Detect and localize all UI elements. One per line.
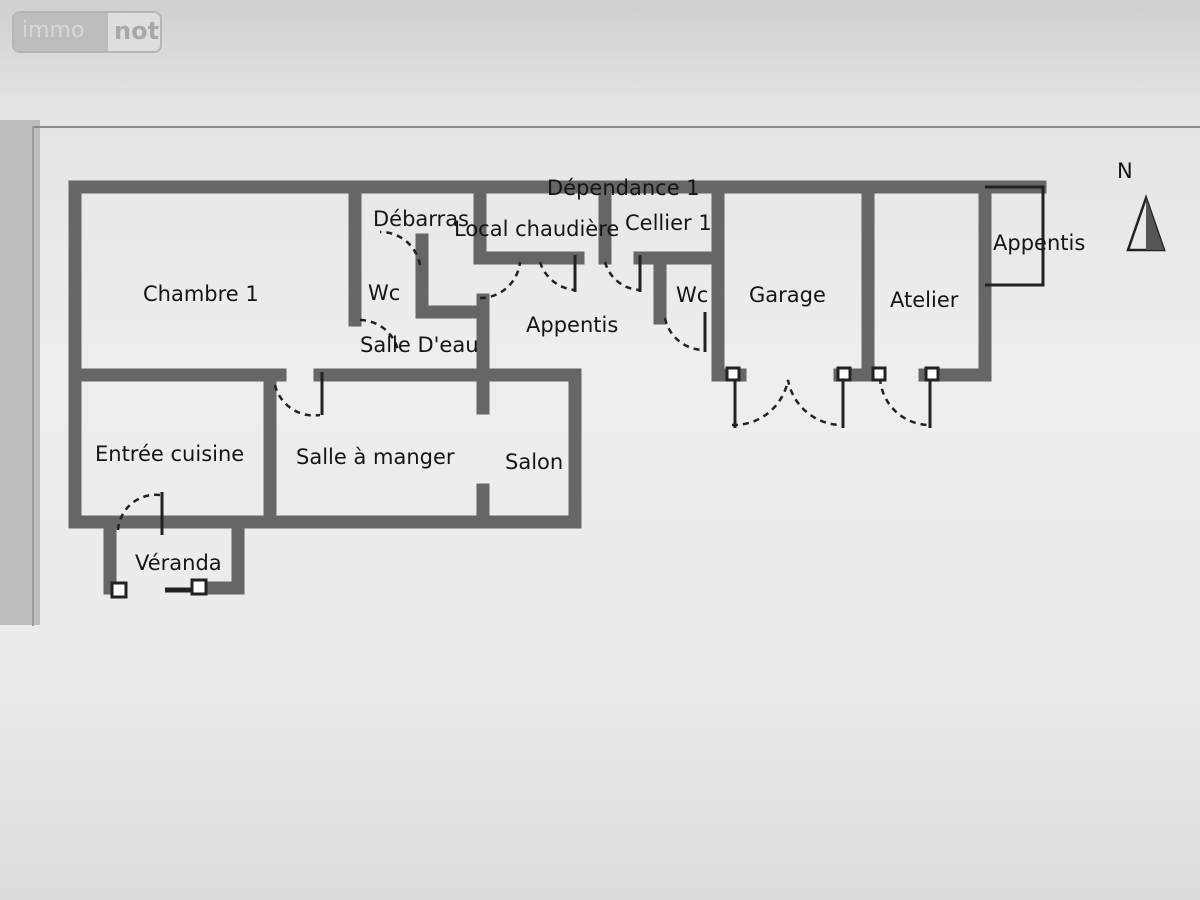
label-veranda: Véranda	[135, 551, 222, 575]
logo-part-1: immo	[14, 13, 108, 51]
label-entree-cuisine: Entrée cuisine	[95, 442, 244, 466]
label-chambre: Chambre 1	[143, 282, 259, 306]
label-appentis-2: Appentis	[993, 231, 1085, 255]
label-local-chaudiere: Local chaudière	[454, 217, 619, 241]
label-cellier: Cellier 1	[625, 211, 712, 235]
north-label: N	[1117, 159, 1133, 183]
label-appentis-1: Appentis	[526, 313, 618, 337]
logo-part-2: not	[108, 13, 160, 51]
room-labels: Dépendance 1 Chambre 1 Débarras Local ch…	[95, 176, 1085, 575]
label-dependance: Dépendance 1	[547, 176, 700, 200]
label-wc-1: Wc	[368, 281, 400, 305]
label-wc-2: Wc	[676, 283, 708, 307]
label-salle-a-manger: Salle à manger	[296, 445, 455, 469]
paper-edge	[32, 126, 1200, 128]
walls	[68, 180, 1047, 595]
north-arrow-fill	[1146, 198, 1164, 250]
immonot-watermark-logo: immo not	[12, 11, 162, 53]
doors	[110, 230, 940, 599]
north-arrow: N	[1117, 159, 1166, 252]
label-garage: Garage	[749, 283, 826, 307]
label-salle-deau: Salle D'eau	[360, 333, 479, 357]
label-atelier: Atelier	[890, 288, 959, 312]
paper-edge-left	[32, 126, 34, 626]
label-salon: Salon	[505, 450, 563, 474]
label-debarras: Débarras	[373, 207, 469, 231]
